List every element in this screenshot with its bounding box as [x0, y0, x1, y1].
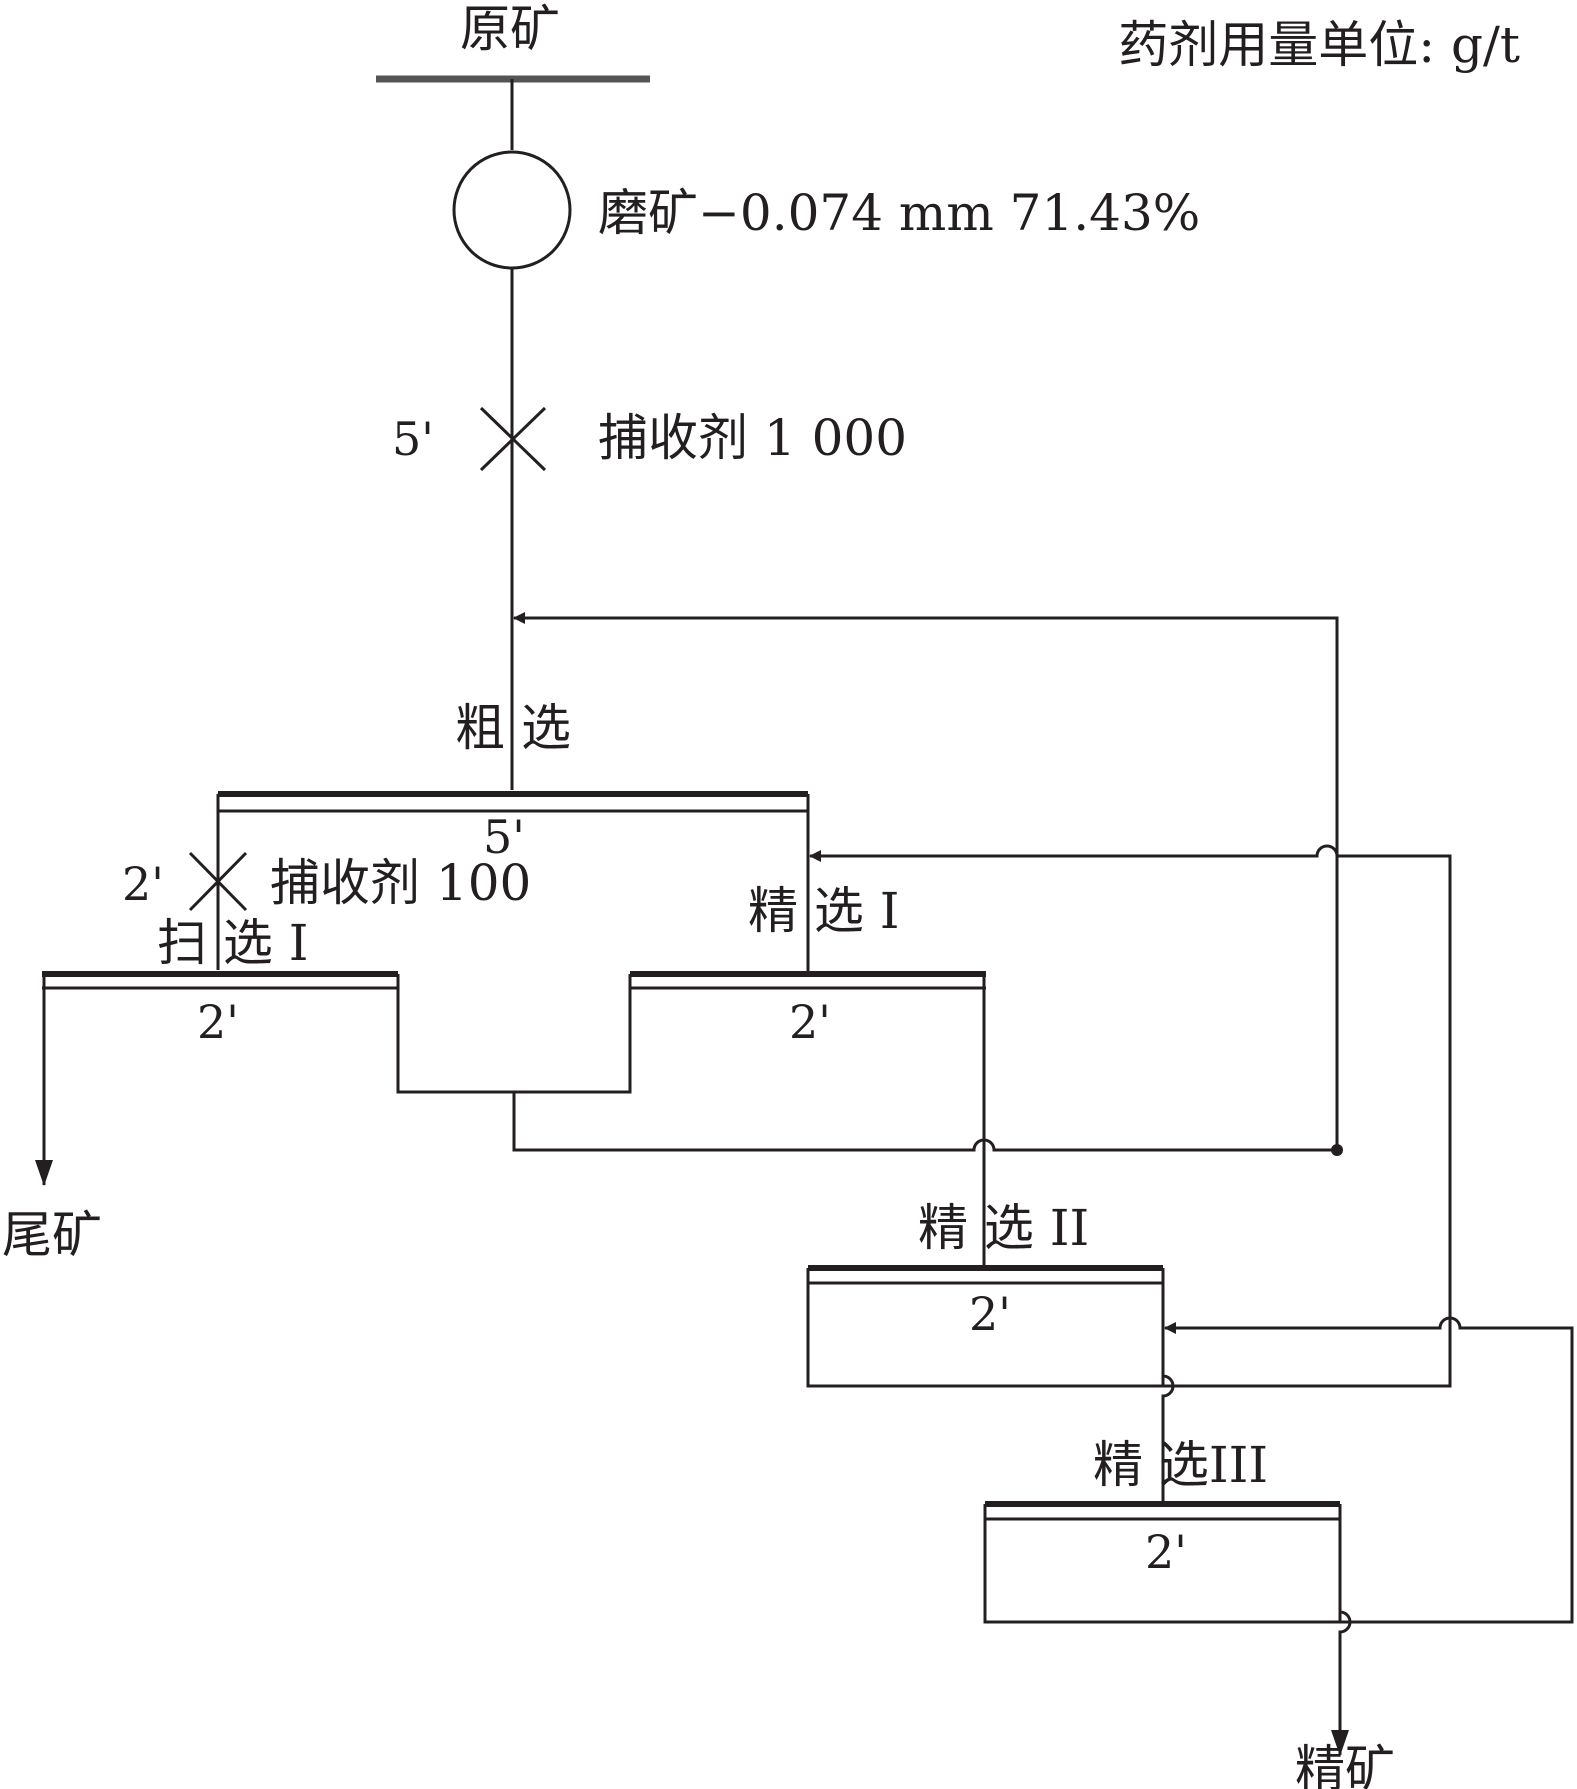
rougher-cell: [218, 791, 808, 813]
cleaner-3-time: 2': [1145, 1525, 1187, 1579]
middlings-return-loop: [396, 974, 632, 1094]
concentrate-label: 精矿: [1295, 1740, 1395, 1789]
cleaner-3-tail-return-line: [1164, 1316, 1574, 1624]
conditioning-cross-icon: [479, 406, 547, 472]
middlings-return-line: [512, 612, 1339, 1152]
tailings-label: 尾矿: [2, 1206, 102, 1264]
final-concentrate-line: [1331, 1504, 1352, 1756]
cleaner-2-tail-return-line: [809, 844, 1452, 1388]
cleaner-1-cell: [630, 971, 986, 990]
scavenger-reagent-label: 捕收剂 100: [270, 854, 531, 912]
unit-note: 药剂用量单位: g/t: [1118, 16, 1520, 74]
rougher-time: 5': [483, 810, 525, 864]
rougher-label: 粗 选: [455, 699, 571, 757]
rougher-reagent-label: 捕收剂 1 000: [598, 409, 907, 467]
scavenger-reagent-cross-icon: [188, 851, 248, 912]
scavenger-1-label: 扫 选 I: [157, 914, 309, 972]
cleaner-2-label: 精 选 II: [918, 1199, 1089, 1257]
cleaner-1-label: 精 选 I: [748, 882, 900, 940]
scavenger-1-time: 2': [197, 995, 239, 1049]
junction-dot: [1331, 1144, 1343, 1156]
cleaner-2-concentrate-line: [1161, 1268, 1175, 1502]
cleaner-3-label: 精 选III: [1093, 1436, 1268, 1494]
conditioning-time: 5': [392, 412, 434, 466]
cleaner-1-time: 2': [789, 995, 831, 1049]
scavenger-1-cell: [42, 971, 398, 990]
scavenger-reagent-time: 2': [122, 857, 164, 911]
grinding-label: 磨矿−0.074 mm 71.43%: [598, 184, 1200, 242]
feed-label: 原矿: [460, 0, 560, 58]
grinding-mill-icon: [452, 150, 572, 270]
cleaner-2-time: 2': [969, 1287, 1011, 1341]
